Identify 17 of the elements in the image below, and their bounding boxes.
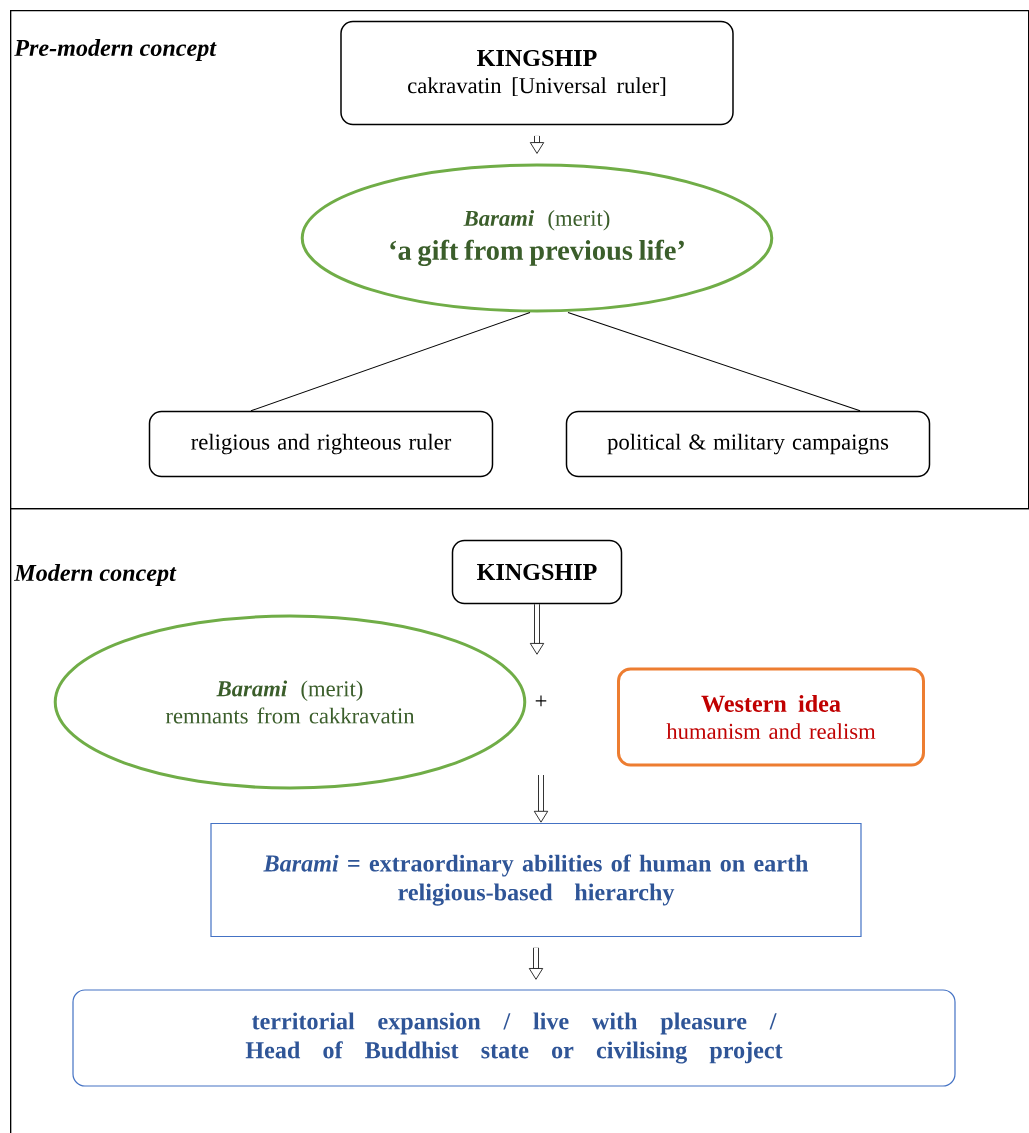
panel-frame	[10, 10, 1029, 510]
hollow-arrow	[528, 947, 544, 980]
rounded-box: Western idea humanism and realism	[617, 667, 925, 767]
hollow-arrow	[529, 604, 545, 655]
hollow-arrow	[533, 775, 549, 823]
connector-line	[250, 311, 531, 412]
connector-line	[567, 311, 861, 412]
panel-title: Pre-modern concept	[14, 39, 217, 61]
hollow-arrow	[529, 135, 545, 154]
panel-frame	[10, 508, 1029, 1133]
rounded-box: religious and righteous ruler	[148, 410, 494, 478]
rounded-box: KINGSHIP	[451, 539, 623, 605]
rounded-box: political & military campaigns	[565, 410, 931, 478]
rounded-box: territorial expansion / live with pleasure / Head of Buddhist state or civilising project	[72, 989, 956, 1087]
text-box: Barami = extraordinary abilities of human on earth religious-based hierarchy	[210, 822, 862, 938]
rounded-box: KINGSHIP cakravatin [Universal ruler]	[340, 20, 734, 126]
panel-title: Modern concept	[13, 564, 177, 586]
